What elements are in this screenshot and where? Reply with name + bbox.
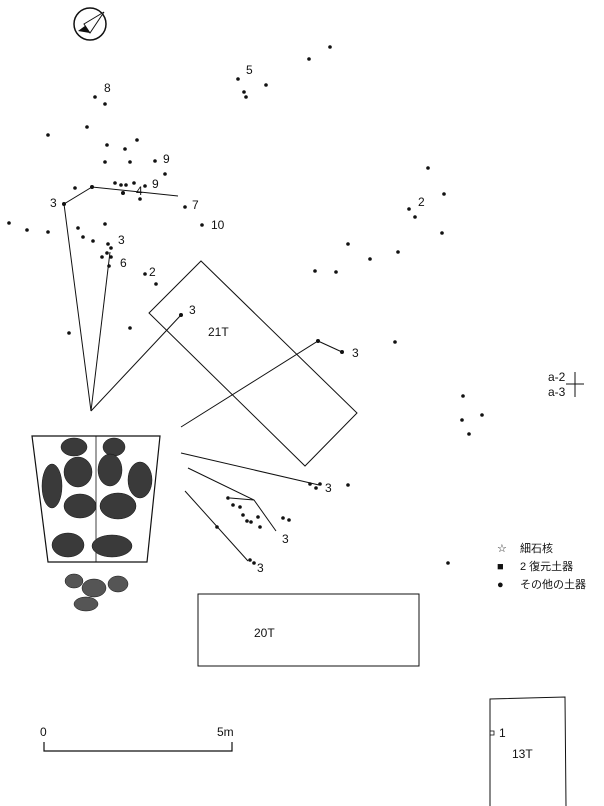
pottery-dots xyxy=(7,45,484,565)
scale-end-label: 5m xyxy=(217,725,234,739)
label-1: 1 xyxy=(499,726,506,740)
datum-point: a-2 a-3 xyxy=(548,370,584,399)
label-3a: 3 xyxy=(50,196,57,210)
label-10: 10 xyxy=(211,218,225,232)
datum-label-a2: a-2 xyxy=(548,370,566,384)
label-6: 6 xyxy=(120,256,127,270)
legend-symbol-square: ■ xyxy=(497,561,504,573)
label-3b: 3 xyxy=(118,233,125,247)
legend-text-microcore: 細石核 xyxy=(520,541,553,555)
point-labels: 8 5 9 9 4 3 7 10 3 6 2 2 3 3 3 3 3 1 xyxy=(50,63,506,740)
label-5: 5 xyxy=(246,63,253,77)
restored-pottery-vessel xyxy=(31,435,161,612)
label-2b: 2 xyxy=(418,195,425,209)
legend-symbol-star: ☆ xyxy=(497,543,507,555)
label-9a: 9 xyxy=(163,152,170,166)
scale-start-label: 0 xyxy=(40,725,47,739)
trench-13t: 13T xyxy=(489,696,567,806)
label-3e: 3 xyxy=(325,481,332,495)
label-4: 4 xyxy=(136,184,143,198)
label-8: 8 xyxy=(104,81,111,95)
trench-label-13t: 13T xyxy=(512,747,533,761)
legend-text-restored: 2 復元土器 xyxy=(520,560,573,573)
legend-symbol-circle: ● xyxy=(497,579,504,591)
trench-label-20t: 20T xyxy=(254,626,275,640)
datum-label-a3: a-3 xyxy=(548,385,566,399)
trench-20t: 20T xyxy=(197,593,420,667)
label-3d: 3 xyxy=(352,346,359,360)
label-9b: 9 xyxy=(152,177,159,191)
label-7: 7 xyxy=(192,198,199,212)
trench-13t-marker xyxy=(489,730,495,736)
trench-21t: 21T xyxy=(148,260,358,467)
scale-bar: 0 5m xyxy=(40,725,234,752)
label-3c: 3 xyxy=(189,303,196,317)
legend: ☆ 細石核 ■ 2 復元土器 ● その他の土器 xyxy=(497,541,586,591)
legend-text-other: その他の土器 xyxy=(520,578,586,591)
label-3f: 3 xyxy=(282,532,289,546)
label-2a: 2 xyxy=(149,265,156,279)
trench-label-21t: 21T xyxy=(208,325,229,339)
north-arrow-icon xyxy=(73,7,107,41)
label-3g: 3 xyxy=(257,561,264,575)
